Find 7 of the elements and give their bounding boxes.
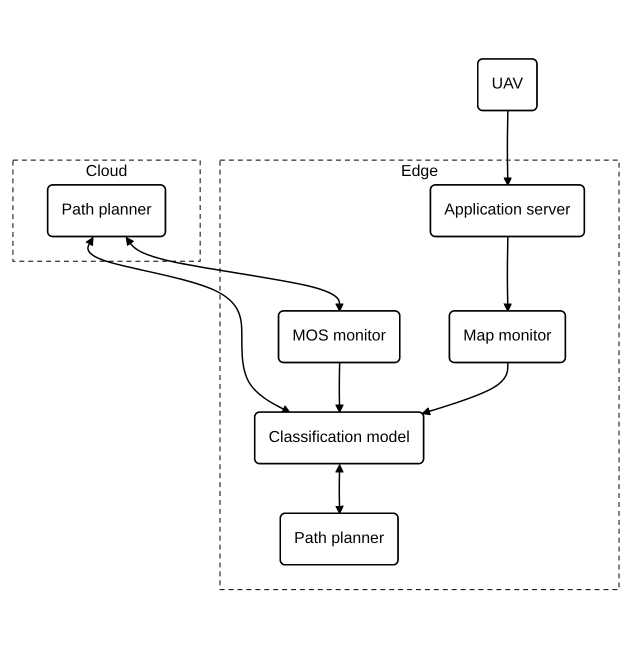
arrow bbox=[422, 362, 509, 416]
arrow bbox=[503, 110, 512, 186]
arrow bbox=[126, 236, 344, 312]
arrow bbox=[503, 236, 512, 312]
arrow bbox=[335, 362, 344, 413]
arrow bbox=[85, 236, 290, 413]
arrow bbox=[335, 464, 344, 514]
